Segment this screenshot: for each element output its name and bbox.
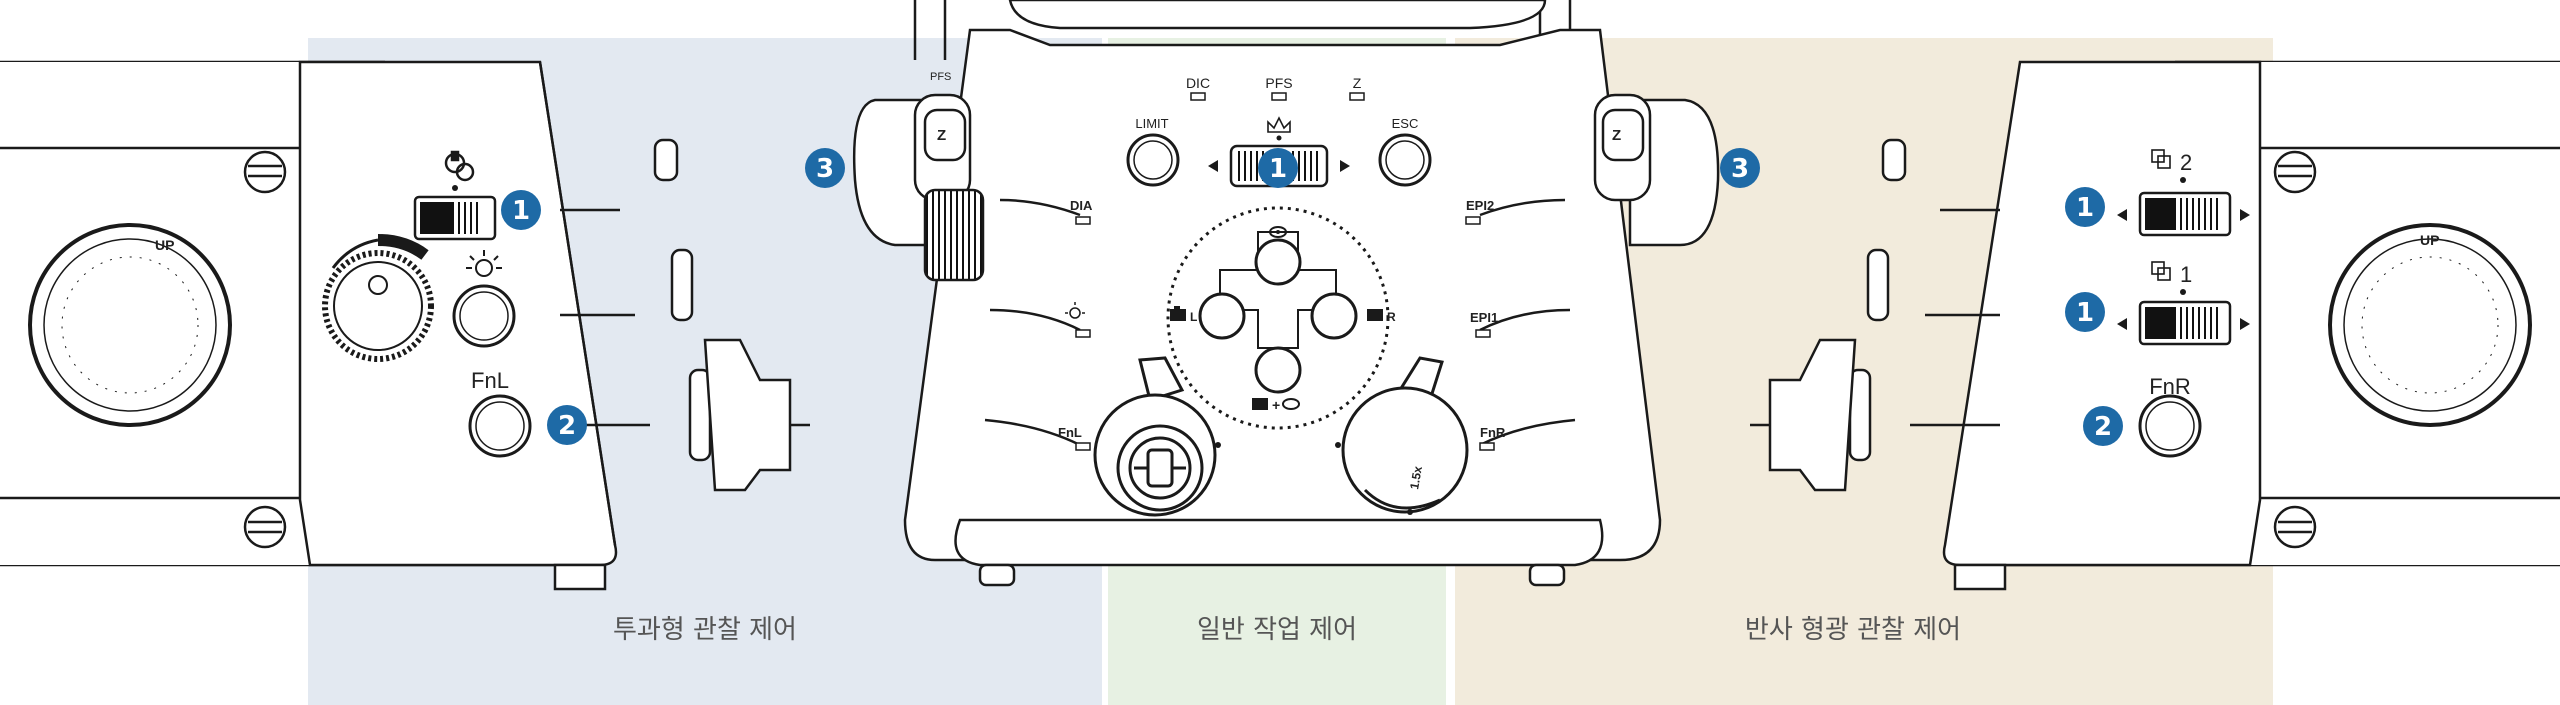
badge-left-2: 2: [547, 405, 587, 445]
badge-left-1: 1: [501, 190, 541, 230]
svg-text:2: 2: [2094, 412, 2112, 442]
brightness-icon: [466, 250, 502, 277]
up-label-left: UP: [155, 237, 174, 253]
joystick-right-button[interactable]: [1310, 292, 1358, 340]
cam-r-label: R: [1387, 310, 1396, 324]
limit-button[interactable]: [1126, 133, 1180, 187]
svg-text:3: 3: [1731, 154, 1749, 184]
pfs-side-label: PFS: [930, 71, 951, 83]
fnl-port-label: FnL: [1058, 425, 1082, 440]
cam-l-label: L: [1190, 310, 1197, 324]
pfs-label: PFS: [1265, 75, 1292, 91]
z-label-right: Z: [1612, 127, 1621, 144]
fnr-button[interactable]: [2138, 394, 2202, 458]
shutter-icon-1: [2151, 261, 2171, 281]
joystick-left-button[interactable]: [1198, 292, 1246, 340]
brightness-knob[interactable]: [322, 234, 434, 362]
fnl-label: FnL: [471, 368, 509, 393]
caption-reflected: 반사 형광 관찰 제어: [1745, 615, 1961, 645]
shutter-1-switch[interactable]: [2138, 300, 2232, 346]
svg-text:1: 1: [1269, 154, 1287, 184]
up-label-right: UP: [2420, 232, 2439, 248]
badge-left-3: 3: [805, 148, 845, 188]
right-zoom-knob[interactable]: 1.5x: [1341, 356, 1469, 514]
z-top-label: Z: [1353, 75, 1362, 91]
dia-label: DIA: [1070, 198, 1093, 213]
shutter-icon: [2151, 149, 2171, 169]
esc-button[interactable]: [1378, 133, 1432, 187]
joystick-up-button[interactable]: [1254, 238, 1302, 286]
crown-icon: [1267, 116, 1291, 133]
caption-general: 일반 작업 제어: [1197, 615, 1357, 645]
fnl-button[interactable]: [468, 394, 532, 458]
brightness-icon-small: [1065, 302, 1085, 319]
z-label-left: Z: [937, 127, 946, 144]
right-focus-dial[interactable]: UP: [2328, 223, 2532, 427]
limit-label: LIMIT: [1135, 116, 1168, 131]
shutter1-label: 1: [2180, 262, 2192, 287]
badge-right-3: 3: [1720, 148, 1760, 188]
badge-center-1: 1: [1258, 148, 1298, 188]
shutter2-label: 2: [2180, 150, 2192, 175]
svg-text:1: 1: [2076, 193, 2094, 223]
z-knob-left[interactable]: Z PFS: [852, 71, 985, 282]
esc-label: ESC: [1392, 116, 1419, 131]
svg-text:1: 1: [512, 196, 530, 226]
badge-right-1b: 1: [2065, 292, 2105, 332]
shutter-2-switch[interactable]: [2138, 191, 2232, 237]
caption-transmitted: 투과형 관찰 제어: [613, 615, 797, 645]
svg-text:1: 1: [2076, 298, 2094, 328]
cam-plus-label: +: [1272, 397, 1280, 413]
badge-right-2: 2: [2083, 406, 2123, 446]
eye-icon: [1269, 226, 1287, 238]
epi1-label: EPI1: [1470, 310, 1498, 325]
lamp-button[interactable]: [452, 284, 516, 348]
svg-text:2: 2: [558, 411, 576, 441]
joystick-down-button[interactable]: [1254, 346, 1302, 394]
zoom-label: 1.5x: [1407, 465, 1425, 491]
epi2-label: EPI2: [1466, 198, 1494, 213]
svg-text:3: 3: [816, 154, 834, 184]
joystick-ring: [1166, 206, 1390, 430]
left-lamp-switch[interactable]: [413, 195, 497, 241]
lamp-on-icon: [444, 150, 475, 182]
fnr-port-label: FnR: [1480, 425, 1506, 440]
camera-icon: [1170, 306, 1186, 321]
left-nosepiece-knob[interactable]: [1093, 356, 1217, 517]
badge-right-1a: 1: [2065, 187, 2105, 227]
left-focus-dial[interactable]: UP: [28, 223, 232, 427]
dic-label: DIC: [1186, 75, 1210, 91]
z-knob-right[interactable]: Z: [1593, 93, 1720, 247]
